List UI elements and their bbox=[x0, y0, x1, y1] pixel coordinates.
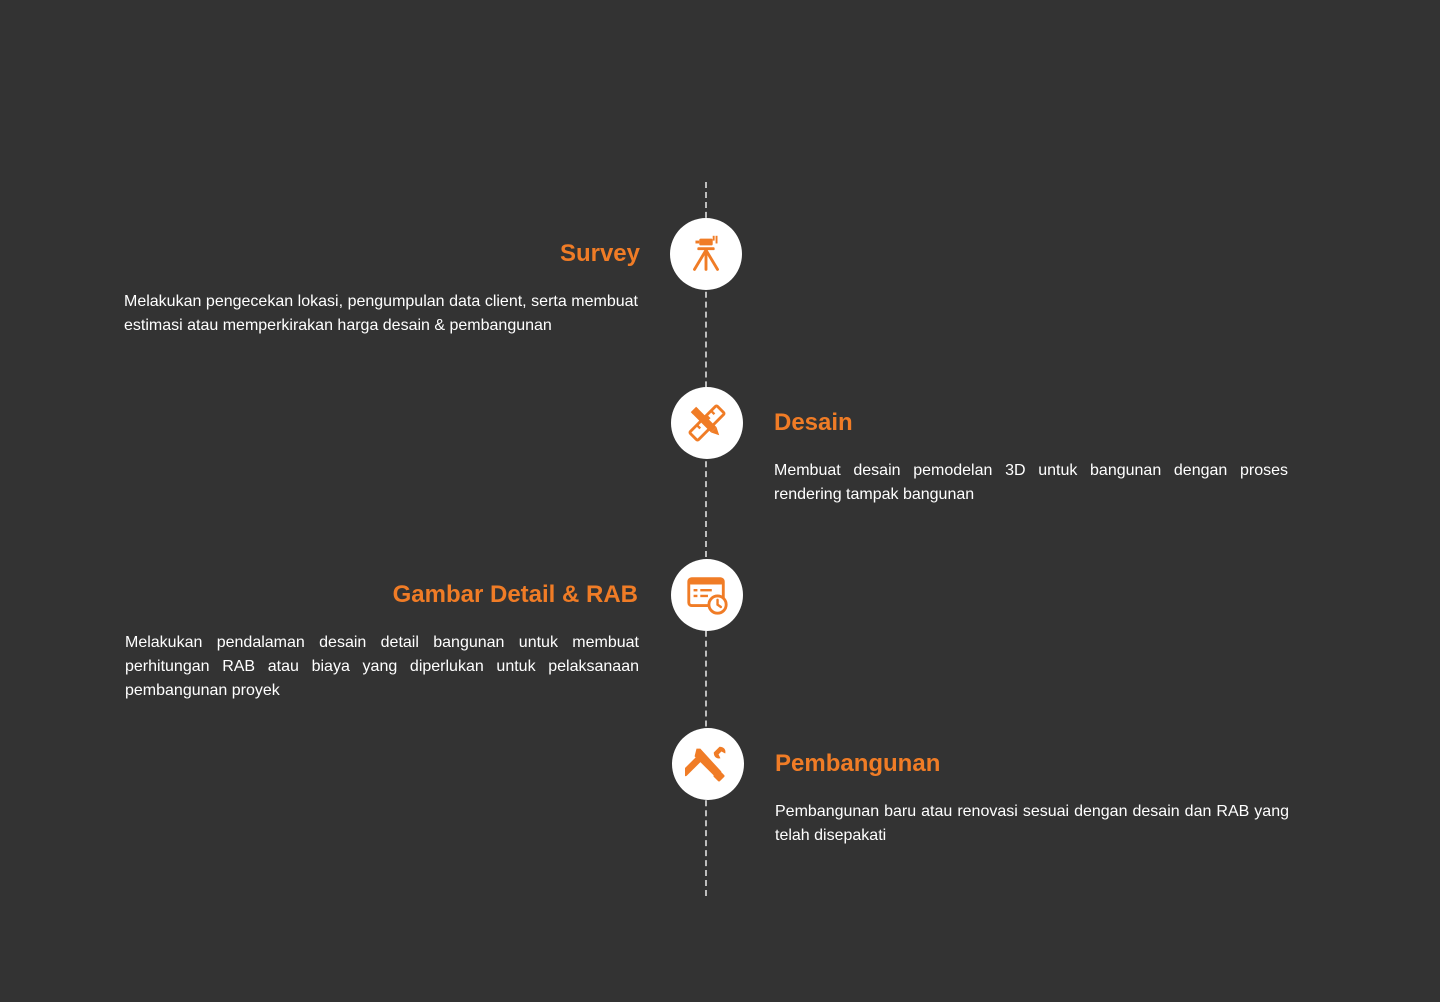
step-title-pembangunan: Pembangunan bbox=[775, 750, 941, 777]
step-title-desain: Desain bbox=[774, 409, 853, 436]
step-description-survey: Melakukan pengecekan lokasi, pengumpulan… bbox=[124, 293, 638, 334]
wrench-screwdriver-icon bbox=[685, 746, 726, 782]
step-title-gambar-detail: Gambar Detail & RAB bbox=[392, 581, 638, 608]
surveyor-tripod-icon bbox=[693, 235, 719, 271]
step-icon-pembangunan bbox=[672, 728, 744, 800]
step-icon-survey bbox=[670, 218, 742, 290]
step-description-pembangunan: Pembangunan baru atau renovasi sesuai de… bbox=[775, 803, 1289, 844]
step-title-survey: Survey bbox=[559, 240, 640, 267]
pencil-ruler-icon bbox=[688, 404, 726, 442]
timeline-dashed-line bbox=[705, 182, 707, 896]
step-icon-gambar-detail bbox=[671, 559, 743, 631]
step-description-desain: Membuat desain pemodelan 3D untuk bangun… bbox=[774, 462, 1288, 503]
step-icon-desain bbox=[671, 387, 743, 459]
step-description-gambar-detail: Melakukan pendalaman desain detail bangu… bbox=[125, 634, 639, 699]
document-clock-icon bbox=[687, 577, 728, 615]
